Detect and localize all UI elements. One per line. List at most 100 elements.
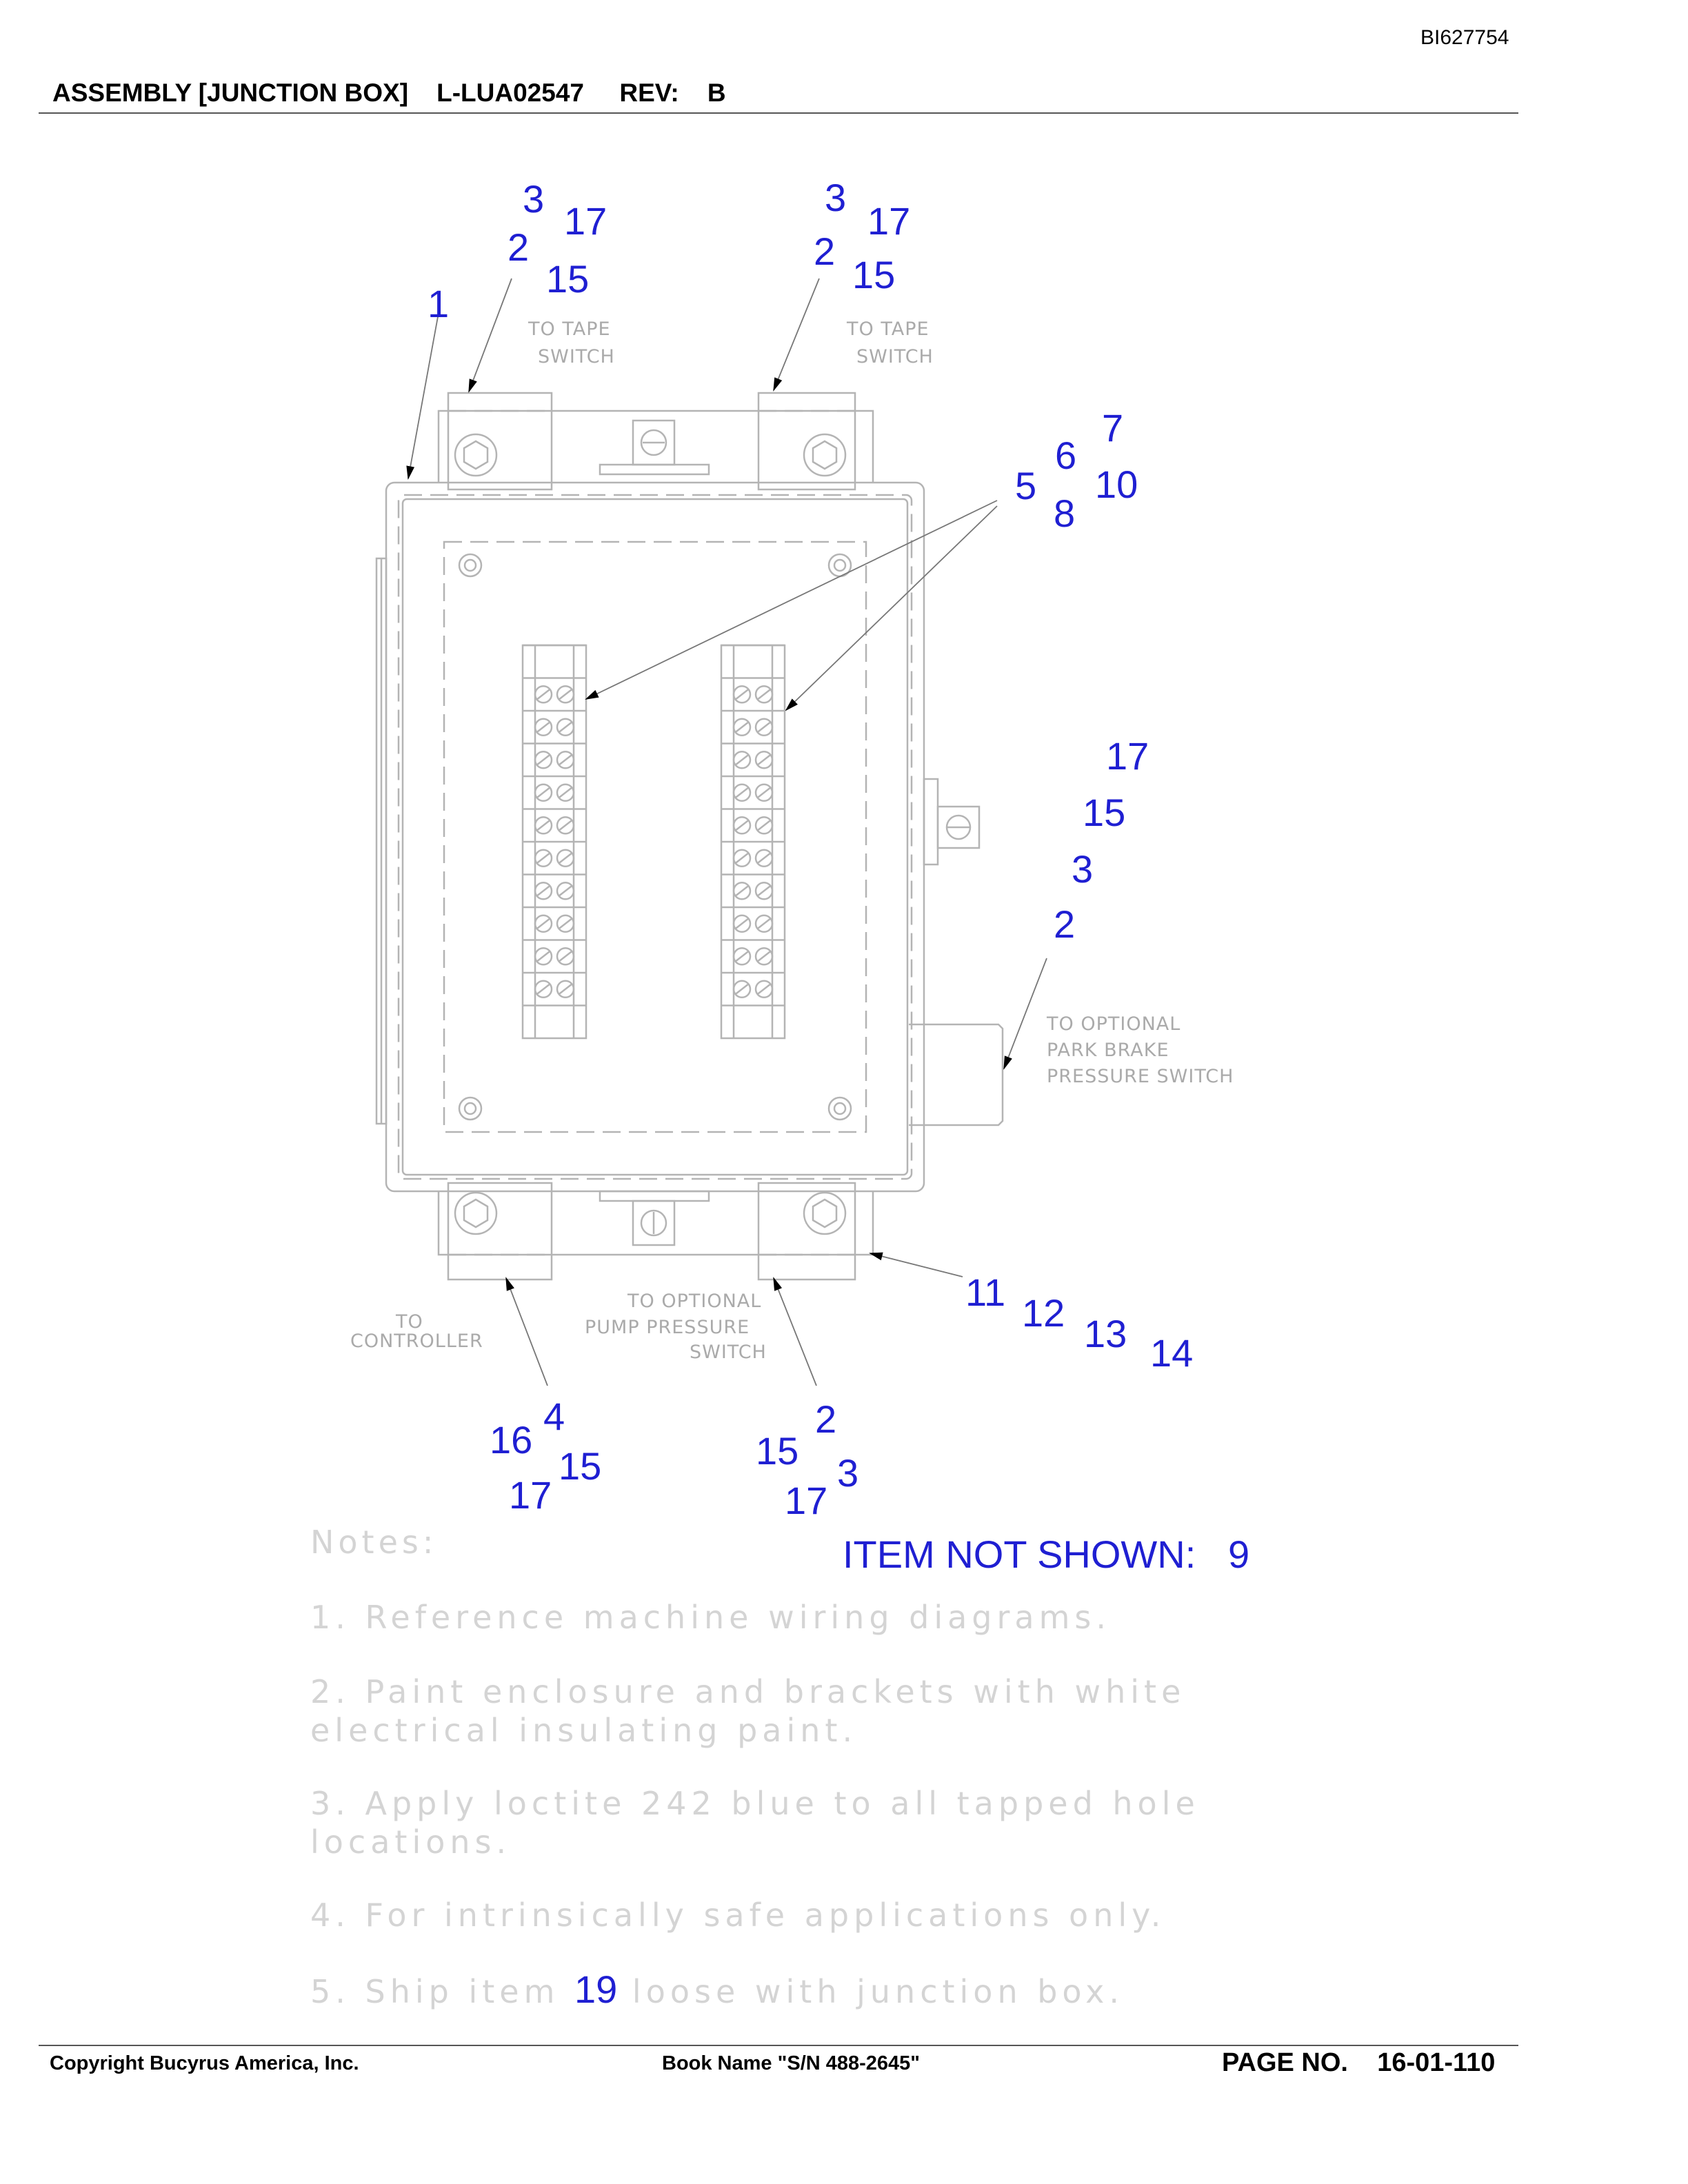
mounting-panel [443,540,867,1133]
terminal-screw-slot [559,951,572,962]
footer-book-name: Book Name "S/N 488-2645" [662,2052,921,2074]
header-rule [39,112,1518,114]
terminal-screw-slot [757,852,771,864]
terminal-screw [534,914,553,933]
terminal-screw [732,947,752,966]
terminal-screw-slot [735,885,749,897]
terminal-screw [534,751,553,769]
terminal-screw-slot [559,852,572,864]
terminal-screw-slot [536,689,550,700]
note-3-line-2: locations. [310,1823,512,1861]
note-5: 5. Ship item 19 loose with junction box. [310,1970,1124,2011]
note-4: 4. For intrinsically safe applications o… [310,1897,1166,1934]
drawing-title: ASSEMBLY [JUNCTION BOX] L-LUA02547 REV: … [52,79,726,107]
terminal-screw [754,751,774,769]
terminal-screw [754,783,774,802]
callout-terminal-5: 5 [1015,464,1036,507]
terminal-screw-slot [559,754,572,766]
callout-lower-right-14: 14 [1150,1331,1193,1375]
terminal-screw [556,783,575,802]
terminal-screw-slot [559,689,572,700]
terminal-screw-slot [536,852,550,864]
terminal-screw [754,685,774,704]
label-park-brake-3: PRESSURE SWITCH [1047,1066,1234,1087]
terminal-screw-slot [559,983,572,995]
terminal-screw [732,816,752,835]
terminal-screw [534,718,553,736]
callout-top-left-3: 3 [523,177,544,221]
footer-page-number: PAGE NO. 16-01-110 [1222,2048,1496,2077]
terminal-screw [534,947,553,966]
terminal-screw [534,849,553,867]
label-controller-1: TO [395,1311,423,1333]
terminal-screw-slot [735,689,749,700]
callout-lower-right-11: 11 [965,1271,1005,1314]
callout-top-right-2: 2 [814,230,835,273]
footer-copyright: Copyright Bucyrus America, Inc. [50,2052,359,2074]
terminal-screw [556,980,575,998]
right-fittings [909,778,1004,1126]
label-park-brake-1: TO OPTIONAL [1046,1013,1180,1035]
terminal-screw [534,685,553,704]
terminal-screw-slot [757,951,771,962]
terminal-screw-slot [559,721,572,733]
notes-heading: Notes: [310,1524,438,1561]
terminal-screw [556,914,575,933]
item-callouts: 3 17 2 15 1 3 17 2 15 7 6 5 10 8 17 15 3… [428,176,1193,1522]
note-2-line-1: 2. Paint enclosure and brackets with whi… [310,1673,1186,1710]
note-1: 1. Reference machine wiring diagrams. [310,1599,1112,1636]
terminal-screw-slot [735,820,749,831]
terminal-screw [732,882,752,900]
label-tape-switch-left-1: TO TAPE [528,318,611,340]
terminal-screw-slot [757,885,771,897]
terminal-screw-slot [559,918,572,929]
terminal-screw [556,751,575,769]
callout-terminal-8: 8 [1054,492,1075,535]
terminal-screw-slot [757,820,771,831]
terminal-screw-slot [735,721,749,733]
callout-bottom-mid-15: 15 [756,1429,798,1473]
terminal-screw-slot [735,951,749,962]
terminal-screw-slot [536,787,550,798]
note-5-item: 19 [574,1968,618,2011]
callout-top-left-17: 17 [564,199,607,243]
callout-terminal-6: 6 [1055,434,1076,477]
callout-right-2: 2 [1054,902,1075,946]
note-2-line-2: electrical insulating paint. [310,1712,858,1749]
callout-bottom-mid-2: 2 [815,1397,836,1441]
terminal-screw-slot [536,820,550,831]
terminal-screw-slot [735,983,749,995]
label-tape-switch-right-1: TO TAPE [846,318,930,340]
item-not-shown: ITEM NOT SHOWN: 9 [843,1532,1249,1577]
terminal-screw [556,947,575,966]
label-controller-2: CONTROLLER [350,1331,483,1352]
top-brackets [437,392,874,491]
callout-right-15: 15 [1083,791,1125,834]
terminal-screw-slot [536,885,550,897]
terminal-screw-slot [536,983,550,995]
callout-terminal-7: 7 [1102,406,1123,449]
terminal-screw-slot [757,721,771,733]
terminal-screw-slot [559,820,572,831]
item-not-shown-label: ITEM NOT SHOWN: [843,1533,1196,1576]
label-pump-3: SWITCH [690,1342,767,1363]
callout-right-17: 17 [1106,734,1149,778]
label-tape-switch-left-2: SWITCH [538,346,615,367]
terminal-screw [754,914,774,933]
label-pump-2: PUMP PRESSURE [585,1317,750,1338]
terminal-screw [754,947,774,966]
terminal-screw [732,849,752,867]
terminal-screw-slot [536,721,550,733]
terminal-screw [534,783,553,802]
terminal-screw-slot [757,689,771,700]
note-5-prefix: 5. Ship item [310,1973,575,2010]
callout-bottom-left-16: 16 [490,1418,532,1462]
terminal-screw [534,980,553,998]
label-park-brake-2: PARK BRAKE [1047,1040,1169,1061]
terminal-screw [534,882,553,900]
item-not-shown-value: 9 [1227,1533,1250,1576]
terminal-screw-slot [735,852,749,864]
callout-top-left-2: 2 [508,225,529,269]
terminal-screw [556,816,575,835]
